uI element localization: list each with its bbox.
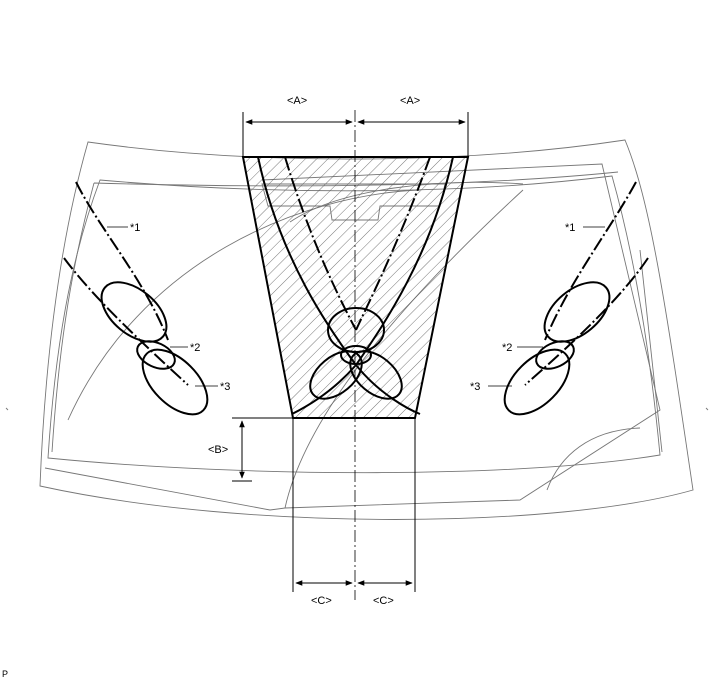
corner-mark: P [2,669,8,679]
center-ellipse-3 [349,350,403,400]
callout-right-2: *2 [502,342,512,354]
bottom-curve [546,427,641,491]
test-area-dash-left [284,156,357,331]
left-ellipse-1 [100,281,168,343]
right-ellipse-2 [535,340,575,370]
center-ellipse-2 [309,350,363,400]
center-ellipse-4 [340,345,372,365]
center-ellipse-1 [327,307,385,353]
left-ellipse-2 [136,340,176,370]
dim-a-left-label: <A> [287,95,307,107]
test-area-dash-right [355,156,431,331]
right-ellipse-3 [503,348,571,416]
edge-tick-left [5,407,9,411]
dim-a-right-label: <A> [400,95,420,107]
left-sweep-line-2 [63,257,189,386]
callout-left-3: *3 [220,381,230,393]
dim-c-left-label: <C> [311,595,332,607]
callout-left-2: *2 [190,342,200,354]
callout-right-3: *3 [470,381,480,393]
left-ellipse-3 [141,348,209,416]
right-ellipse-1 [543,281,611,343]
wiper-blade-left [44,163,661,511]
edge-tick-right [705,407,709,411]
left-sweep-line-1 [75,181,169,341]
callout-left-1: *1 [130,222,140,234]
dim-c-right-label: <C> [373,595,394,607]
callout-right-1: *1 [565,222,575,234]
right-sweep-line-2 [524,257,649,386]
right-sweep-line-1 [544,181,637,341]
dim-b-label: <B> [208,444,228,456]
